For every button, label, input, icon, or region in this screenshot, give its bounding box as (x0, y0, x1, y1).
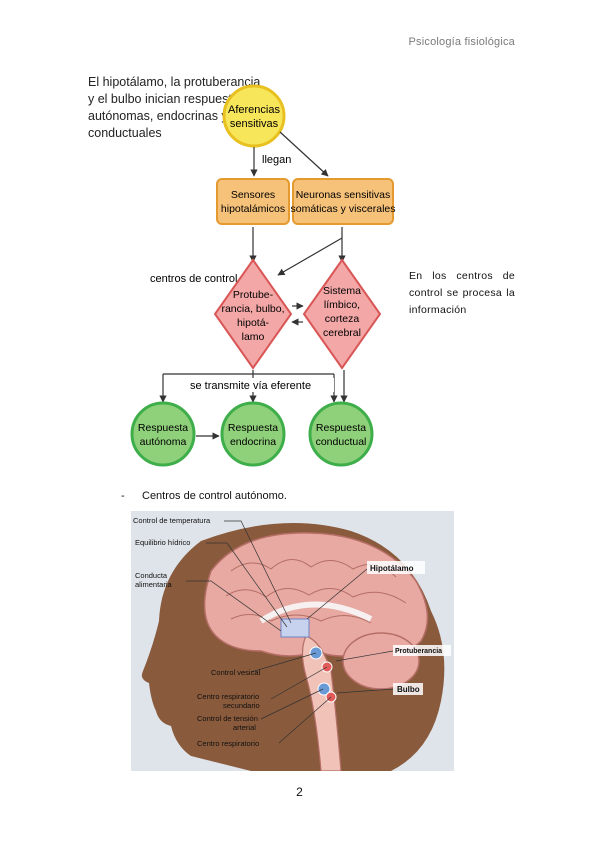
heading-line: conductuales (88, 126, 162, 140)
label-medulla: Bulbo (397, 685, 420, 694)
label-resp2: secundario (223, 701, 260, 710)
sensory-neurons-node: Neuronas sensitivas somáticas y visceral… (290, 178, 396, 225)
label-resp: Centro respiratorio (197, 739, 259, 748)
center2-label: corteza (325, 313, 360, 325)
side-note: En los centros de control se procesa la … (409, 270, 515, 316)
control-centers-label: centros de control (150, 273, 237, 285)
label-water: Equilibrio hídrico (135, 538, 190, 547)
bullet-dash: - (121, 490, 125, 502)
arrives-label: llegan (262, 154, 291, 166)
autonomic-response-diagram: El hipotálamo, la protuberancia y el bul… (84, 70, 414, 480)
label-bp: Control de tensión (197, 714, 258, 723)
label-food: alimentaria (135, 580, 173, 589)
cerebellum (342, 632, 420, 690)
label-bp: arterial (233, 723, 256, 732)
page-number: 2 (296, 785, 303, 799)
resp1-label: Respuesta (138, 422, 188, 434)
diagram-heading: El hipotálamo, la protuberancia y el bul… (88, 75, 260, 140)
endocrine-response-node: Respuesta endocrina (220, 401, 286, 467)
sensor-label: hipotalámicos (221, 203, 285, 215)
resp3-label: Respuesta (316, 422, 366, 434)
resp1-label: autónoma (140, 436, 187, 448)
limbic-center-node: Sistema límbico, corteza cerebral (302, 258, 382, 370)
heading-line: El hipotálamo, la protuberancia (88, 75, 260, 89)
hypothalamus-region (280, 618, 310, 638)
center2-label: Sistema (323, 285, 361, 297)
resp2-label: Respuesta (228, 422, 278, 434)
bp-center (317, 682, 331, 696)
afferent-label: Aferencias (228, 104, 280, 116)
center2-label: límbico, (324, 299, 360, 311)
center2-label: cerebral (323, 327, 361, 339)
afferent-label: sensitivas (230, 118, 279, 130)
resp2-label: endocrina (230, 436, 276, 448)
center1-label: Protube- (233, 289, 274, 301)
hypothalamic-sensors-node: Sensores hipotalámicos (216, 178, 290, 225)
label-temperature: Control de temperatura (133, 516, 211, 525)
autonomic-response-node: Respuesta autónoma (130, 401, 196, 467)
heading-line: autónomas, endocrinas y (88, 109, 228, 123)
label-hypothalamus: Hipotálamo (370, 564, 414, 573)
page-header: Psicología fisiológica (408, 36, 515, 48)
brainstem-center-node: Protube- rancia, bulbo, hipotá- lamo (213, 258, 293, 370)
corpus-callosum (259, 601, 373, 624)
behavioral-response-node: Respuesta conductual (308, 401, 374, 467)
brain-illustration: Control de temperatura Equilibrio hídric… (131, 511, 454, 772)
label-resp2: Centro respiratorio (197, 692, 259, 701)
afferent-node: Aferencias sensitivas (222, 84, 286, 148)
label-pons: Protuberancia (395, 648, 442, 655)
gyri-lines (225, 559, 407, 624)
efferent-label: se transmite vía eferente (190, 380, 311, 392)
label-food: Conducta (135, 571, 168, 580)
leader-lines (186, 520, 394, 744)
bullet-text: Centros de control autónomo. (142, 490, 287, 502)
neurons-label: Neuronas sensitivas (296, 189, 391, 201)
neurons-label: somáticas y viscerales (290, 203, 395, 215)
sensor-label: Sensores (231, 189, 275, 201)
resp3-label: conductual (316, 436, 367, 448)
heading-line: y el bulbo inician respuestas (88, 92, 245, 106)
center1-label: hipotá- (237, 317, 270, 329)
center1-label: rancia, bulbo, (221, 303, 284, 315)
center1-label: lamo (242, 331, 265, 343)
label-bladder: Control vesical (211, 668, 261, 677)
